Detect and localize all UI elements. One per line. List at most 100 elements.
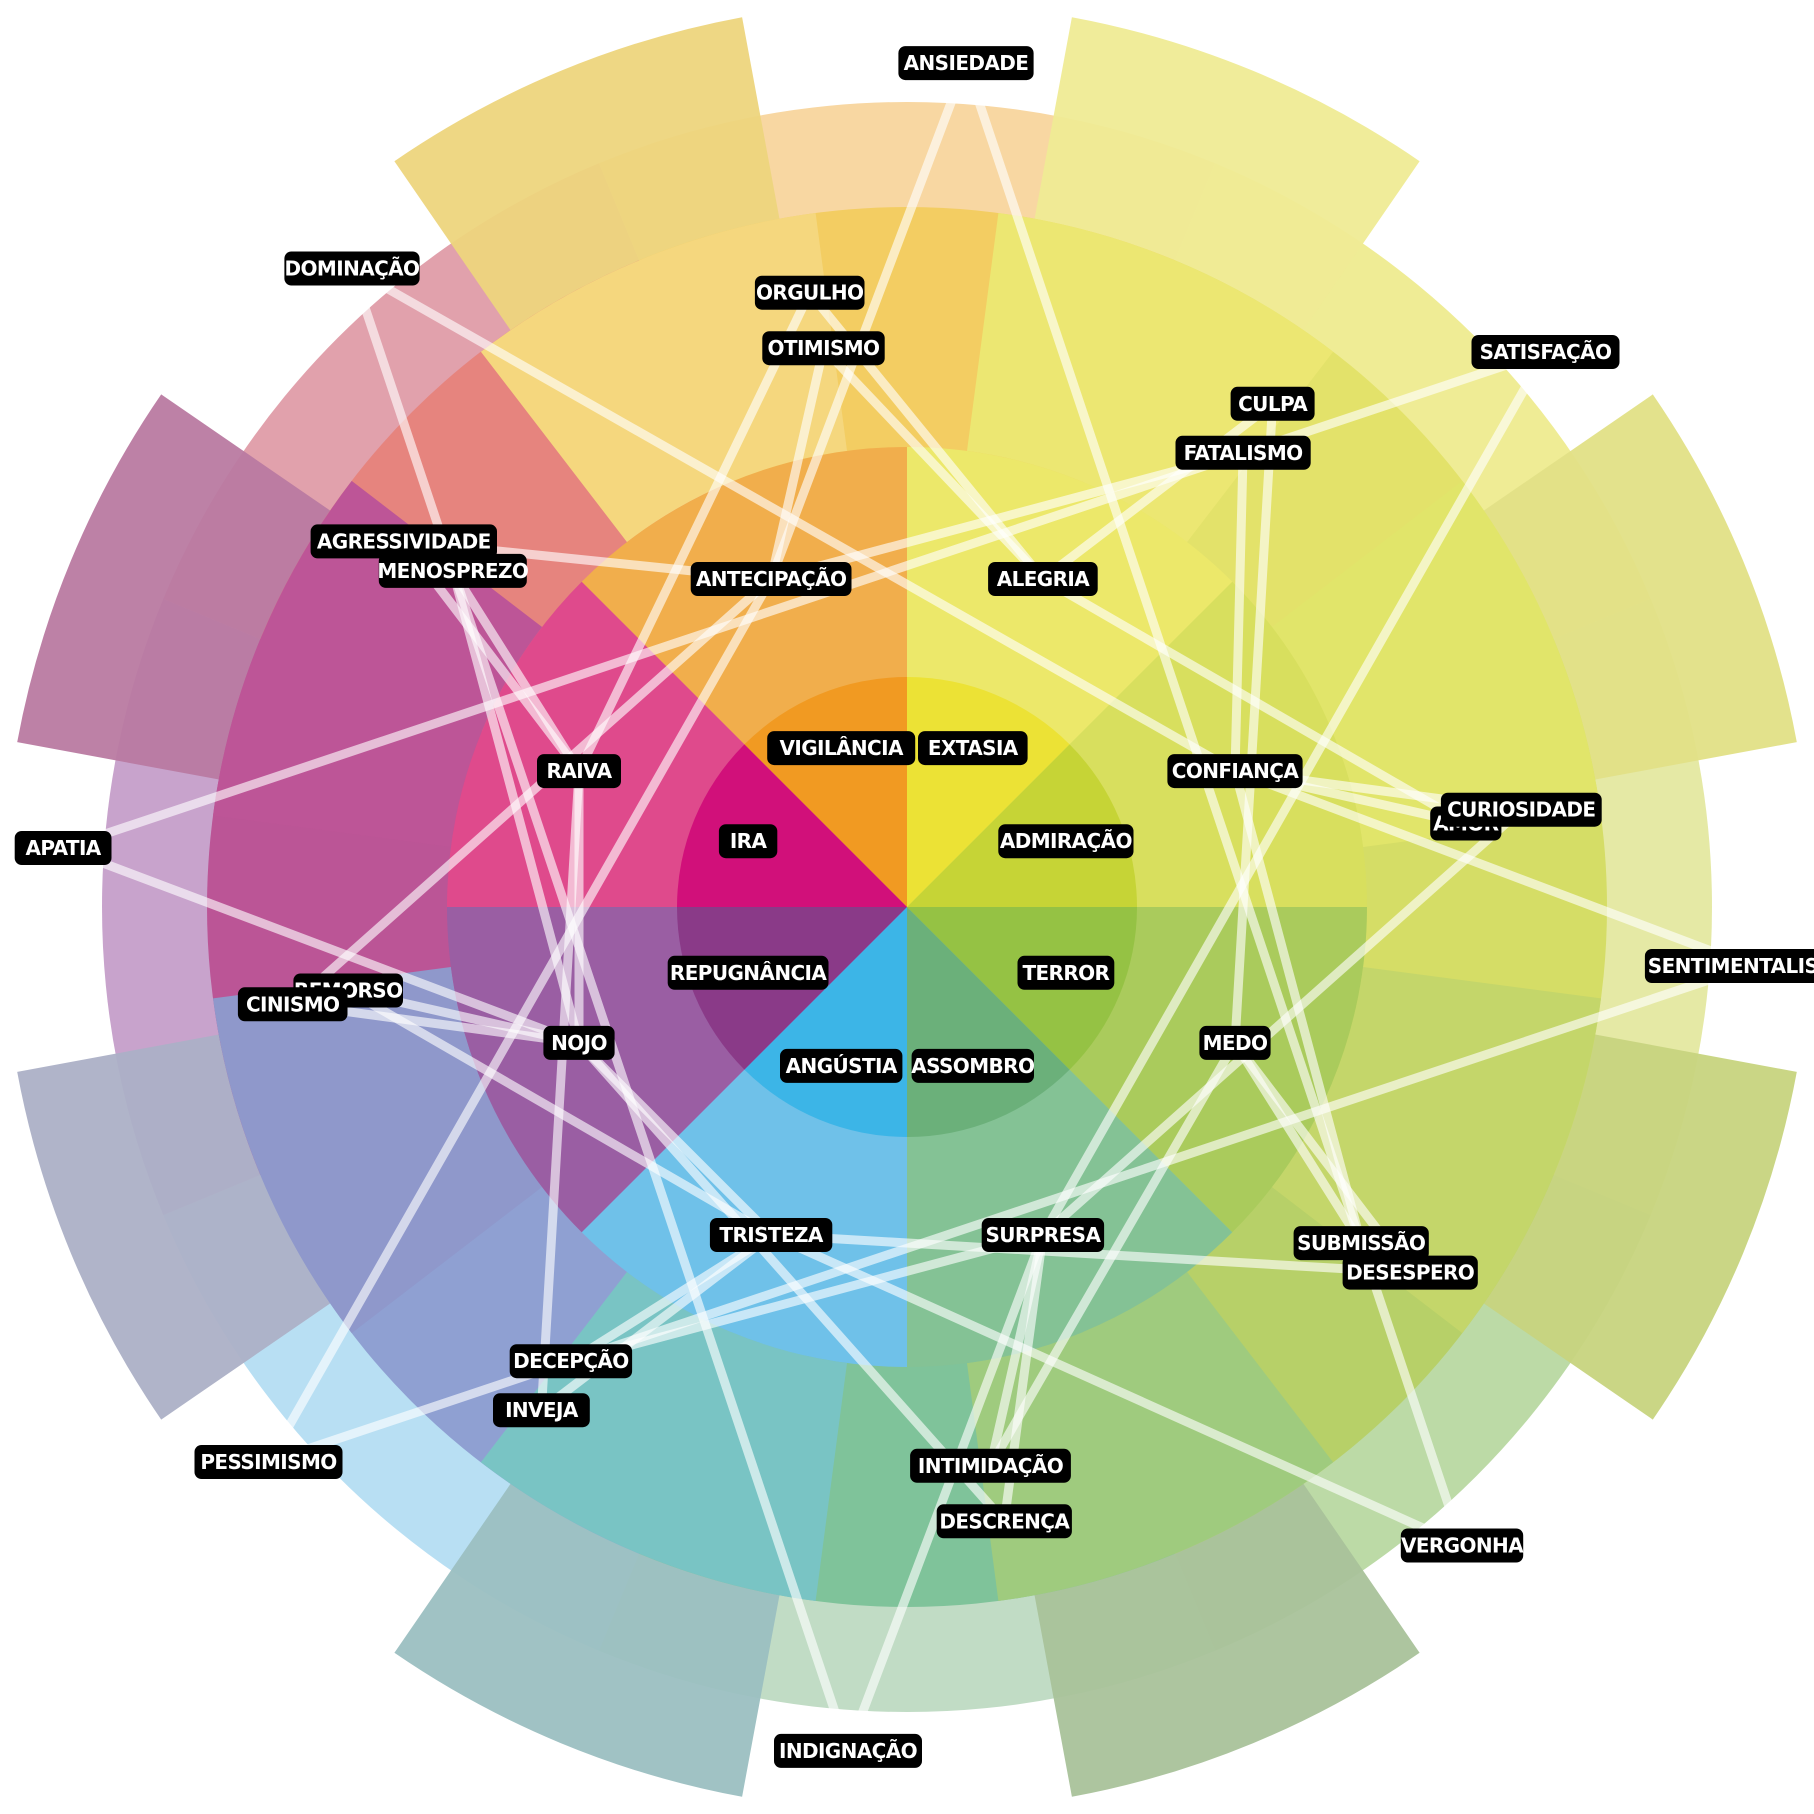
label-text: CURIOSIDADE bbox=[1447, 798, 1595, 822]
label-text: SUBMISSÃO bbox=[1297, 1231, 1425, 1255]
connection-line bbox=[1038, 805, 1526, 1240]
emotion-labels: VIGILÂNCIA ANTECIPAÇÃO OTIMISMO DOMINAÇÃO EX… bbox=[14, 46, 1814, 1768]
label-text: TERROR bbox=[1022, 961, 1109, 985]
connection-line bbox=[961, 58, 1467, 1550]
label-culpa: CULPA bbox=[1230, 386, 1315, 421]
label-tristeza: TRISTEZA bbox=[709, 1218, 833, 1252]
connection-line bbox=[1038, 399, 1278, 584]
label-angustia: ANGÚSTIA bbox=[780, 1048, 903, 1083]
label-assombro: ASSOMBRO bbox=[911, 1048, 1035, 1083]
connection-line bbox=[766, 58, 971, 584]
label-raiva: RAIVA bbox=[537, 754, 621, 789]
label-background bbox=[774, 1733, 922, 1768]
label-satisfacao: SATISFAÇÃO bbox=[1471, 335, 1620, 369]
connection-line bbox=[566, 1230, 776, 1366]
connection-line bbox=[448, 566, 584, 1048]
label-text: AGRESSIVIDADE bbox=[317, 529, 491, 553]
label-inveja: INVEJA bbox=[493, 1393, 590, 1428]
label-background bbox=[1471, 335, 1620, 369]
label-alegria: ALEGRIA bbox=[988, 562, 1098, 596]
label-background bbox=[543, 1025, 615, 1060]
label-background bbox=[718, 824, 778, 859]
label-text: TRISTEZA bbox=[719, 1223, 823, 1247]
label-decepcao: DECEPÇÃO bbox=[509, 1344, 633, 1379]
label-text: INDIGNAÇÃO bbox=[779, 1739, 917, 1763]
label-indignacao: INDIGNAÇÃO bbox=[774, 1733, 922, 1768]
label-background bbox=[1293, 1226, 1429, 1261]
label-text: DESCRENÇA bbox=[939, 1509, 1070, 1533]
label-text: PESSIMISMO bbox=[200, 1450, 336, 1474]
label-otimismo: OTIMISMO bbox=[762, 331, 885, 366]
label-menosprezo: MENOSPREZO bbox=[377, 553, 529, 588]
label-text: NOJO bbox=[551, 1031, 607, 1055]
label-desespero: DESESPERO bbox=[1342, 1255, 1478, 1290]
label-text: REPUGNÂNCIA bbox=[670, 961, 827, 985]
label-background bbox=[14, 831, 112, 865]
label-vigilancia: VIGILÂNCIA bbox=[767, 731, 916, 766]
label-background bbox=[998, 824, 1134, 859]
label-cinismo: CINISMO bbox=[237, 987, 348, 1022]
label-text: IRA bbox=[730, 829, 768, 853]
label-background bbox=[981, 1218, 1105, 1252]
connection-line bbox=[1230, 399, 1278, 1048]
label-background bbox=[690, 562, 852, 596]
connection-line bbox=[58, 347, 1550, 853]
label-background bbox=[1342, 1255, 1478, 1290]
label-text: EXTASIA bbox=[928, 736, 1019, 760]
label-text: DOMINAÇÃO bbox=[285, 257, 420, 281]
connection-line bbox=[448, 566, 584, 776]
label-background bbox=[509, 1344, 633, 1379]
label-background bbox=[1167, 754, 1303, 789]
connection-line bbox=[343, 986, 776, 1240]
connection-line bbox=[574, 1038, 776, 1240]
label-background bbox=[284, 251, 420, 286]
label-medo: MEDO bbox=[1199, 1025, 1271, 1060]
middle-petals bbox=[213, 213, 1601, 1601]
label-background bbox=[780, 1048, 903, 1083]
label-background bbox=[1440, 792, 1602, 827]
connection-line bbox=[574, 288, 815, 776]
label-text: INVEJA bbox=[505, 1398, 579, 1422]
label-text: ANTECIPAÇÃO bbox=[696, 567, 847, 591]
label-descrenca: DESCRENÇA bbox=[936, 1504, 1072, 1539]
label-repugnancia: REPUGNÂNCIA bbox=[667, 955, 829, 990]
label-terror: TERROR bbox=[1017, 955, 1115, 990]
label-intimidacao: INTIMIDAÇÃO bbox=[910, 1448, 1071, 1483]
label-background bbox=[1230, 386, 1315, 421]
label-dominacao: DOMINAÇÃO bbox=[284, 251, 420, 286]
label-background bbox=[310, 524, 497, 559]
label-vergonha: VERGONHA bbox=[1400, 1528, 1525, 1563]
label-text: ADMIRAÇÃO bbox=[1000, 829, 1132, 853]
label-agressividade: AGRESSIVIDADE bbox=[310, 524, 497, 559]
label-background bbox=[1644, 949, 1814, 983]
label-apatia: APATIA bbox=[14, 831, 112, 865]
label-text: DECEPÇÃO bbox=[513, 1349, 629, 1373]
connection-line bbox=[536, 766, 584, 1415]
label-background bbox=[767, 731, 916, 766]
label-background bbox=[762, 331, 885, 366]
label-text: VERGONHA bbox=[1401, 1534, 1524, 1558]
label-pessimismo: PESSIMISMO bbox=[194, 1445, 343, 1479]
label-background bbox=[910, 1448, 1071, 1483]
label-background bbox=[1017, 955, 1115, 990]
label-antecipacao: ANTECIPAÇÃO bbox=[690, 562, 852, 596]
label-text: SENTIMENTALISMO bbox=[1648, 954, 1814, 978]
label-orgulho: ORGULHO bbox=[754, 275, 865, 310]
label-background bbox=[1199, 1025, 1271, 1060]
label-text: OTIMISMO bbox=[768, 336, 880, 360]
label-background bbox=[754, 275, 865, 310]
label-background bbox=[378, 553, 527, 588]
label-nojo: NOJO bbox=[543, 1025, 615, 1060]
label-background bbox=[709, 1218, 833, 1252]
connection-line bbox=[843, 1230, 1048, 1756]
core-petal bbox=[677, 744, 907, 907]
label-text: ANGÚSTIA bbox=[786, 1054, 898, 1078]
label-text: VIGILÂNCIA bbox=[780, 736, 904, 760]
label-background bbox=[988, 562, 1098, 596]
label-ansiedade: ANSIEDADE bbox=[898, 46, 1034, 81]
label-background bbox=[237, 987, 348, 1022]
label-text: INTIMIDAÇÃO bbox=[918, 1454, 1063, 1478]
label-background bbox=[911, 1048, 1034, 1083]
label-text: SATISFAÇÃO bbox=[1480, 340, 1612, 364]
